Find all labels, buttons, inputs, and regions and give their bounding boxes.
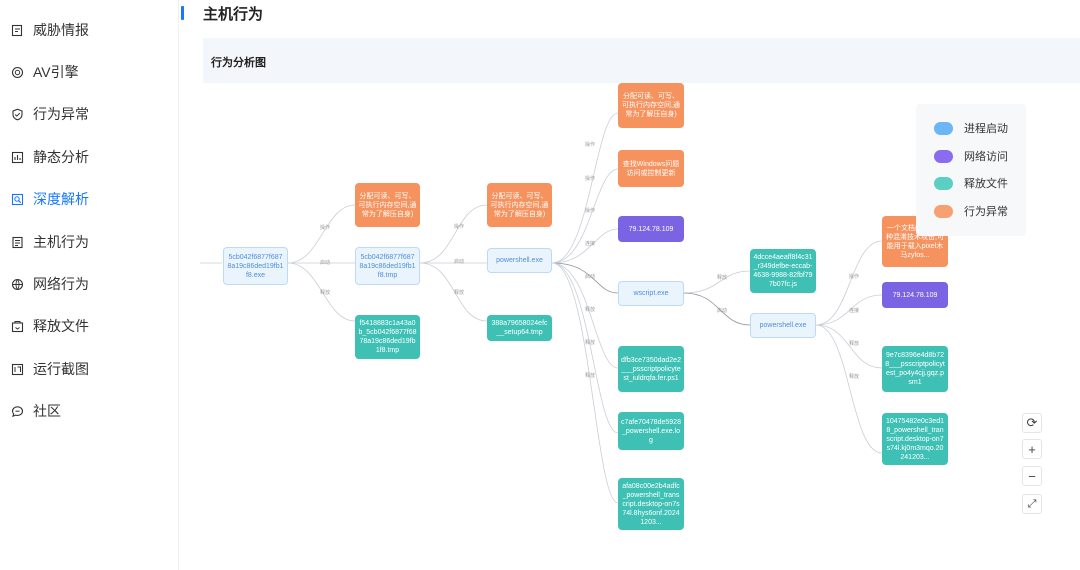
zoom-out-icon: − bbox=[1028, 468, 1036, 484]
dropped-file-node[interactable]: f5418883c1a43a0b_5cb042f6877f6878a19c86d… bbox=[355, 315, 420, 359]
network-access-node[interactable]: 79.124.78.109 bbox=[618, 216, 684, 242]
edge-label: 释放 bbox=[585, 307, 596, 313]
dropped-file-node[interactable]: 388a79658024efc__setup64.tmp bbox=[487, 315, 552, 341]
sidebar-item-label: AV引擎 bbox=[33, 64, 79, 80]
edge-label: 释放 bbox=[320, 290, 331, 296]
legend-label: 进程启动 bbox=[964, 123, 1008, 135]
edge-label: 释放 bbox=[717, 275, 728, 281]
legend-item[interactable]: 进程启动 bbox=[934, 120, 1008, 136]
fullscreen-icon: ⤢ bbox=[1027, 497, 1037, 510]
behavior-anomaly-node[interactable]: 分配可读、可写、可执行内存空间,通常为了解压自身) bbox=[355, 183, 420, 227]
dropped-file-node[interactable]: dfb3ce7350dad2e2___psscriptpolicytest_iu… bbox=[618, 346, 684, 392]
legend-swatch bbox=[934, 204, 953, 218]
sidebar-item-label: 释放文件 bbox=[33, 318, 89, 334]
sidebar-item-label: 威胁情报 bbox=[33, 22, 89, 38]
edge-label: 操作 bbox=[585, 142, 596, 148]
dropped-file-node[interactable]: 10475482e0c3ed18_powershell_transcript.d… bbox=[882, 413, 948, 465]
dropped-file-node[interactable]: 4dcce4aeaff8f4c31_r349defbe-eccab-4638-9… bbox=[750, 249, 816, 293]
sidebar-item-label: 深度解析 bbox=[33, 191, 89, 207]
sidebar-item-label: 网络行为 bbox=[33, 276, 89, 292]
edge-label: 释放 bbox=[849, 341, 860, 347]
sidebar-item-deep-analysis[interactable]: 深度解析 bbox=[10, 187, 89, 211]
zoom-in-button[interactable]: + bbox=[1022, 439, 1042, 459]
behavior-anomaly-node[interactable]: 分配可读、可写、可执行内存空间,通常为了解压自身) bbox=[487, 183, 552, 227]
panel-header: 行为分析图 bbox=[203, 38, 1080, 83]
legend-label: 释放文件 bbox=[964, 178, 1008, 190]
edge-label: 启动 bbox=[585, 274, 596, 280]
process-node[interactable]: 5cb042f6877f6878a19c86ded19fb1f8.tmp bbox=[355, 247, 420, 285]
behavior-anomaly-icon bbox=[10, 107, 24, 121]
legend-label: 行为异常 bbox=[964, 206, 1008, 218]
edge-label: 释放 bbox=[585, 340, 596, 346]
graph-edges bbox=[200, 112, 883, 504]
refresh-icon: ⟳ bbox=[1026, 415, 1038, 430]
zoom-in-icon: + bbox=[1028, 441, 1036, 457]
legend-swatch bbox=[934, 149, 953, 163]
edge-label: 释放 bbox=[585, 373, 596, 379]
legend-item[interactable]: 网络访问 bbox=[934, 148, 1008, 164]
process-node[interactable]: powershell.exe bbox=[487, 248, 552, 273]
static-analysis-icon bbox=[10, 150, 24, 164]
sidebar-item-label: 运行截图 bbox=[33, 361, 89, 377]
dropped-file-node[interactable]: c7afe70478de5928_powershell.exe.log bbox=[618, 412, 684, 450]
process-node[interactable]: 5cb042f6877f6878a19c86ded19fb1f8.exe bbox=[223, 247, 288, 285]
sidebar-item-community[interactable]: 社区 bbox=[10, 399, 61, 423]
graph-legend: 进程启动 网络访问 释放文件 行为异常 bbox=[916, 104, 1026, 236]
sidebar-item-av-engine[interactable]: AV引擎 bbox=[10, 60, 79, 84]
sidebar-item-static-analysis[interactable]: 静态分析 bbox=[10, 145, 89, 169]
av-engine-icon bbox=[10, 65, 24, 79]
edge-label: 连接 bbox=[849, 308, 860, 314]
dropped-files-icon bbox=[10, 319, 24, 333]
sidebar: 威胁情报 AV引擎 行为异常 静态分析 深度解析 主机行为 网络行为 释放文件 … bbox=[0, 0, 179, 570]
sidebar-item-network-behavior[interactable]: 网络行为 bbox=[10, 272, 89, 296]
community-icon bbox=[10, 404, 24, 418]
legend-swatch bbox=[934, 121, 953, 135]
edge-label: 启动 bbox=[717, 308, 728, 314]
page-title: 主机行为 bbox=[203, 6, 264, 23]
dropped-file-node[interactable]: 9e7c8396e4d8b728___psscriptpolicytest_po… bbox=[882, 346, 948, 392]
network-behavior-icon bbox=[10, 277, 24, 291]
sidebar-item-host-behavior[interactable]: 主机行为 bbox=[10, 230, 89, 254]
zoom-out-button[interactable]: − bbox=[1022, 466, 1042, 486]
host-behavior-icon bbox=[10, 235, 24, 249]
screenshot-icon bbox=[10, 362, 24, 376]
sidebar-item-screenshot[interactable]: 运行截图 bbox=[10, 357, 89, 381]
edge-label: 操作 bbox=[454, 224, 465, 230]
edge-label: 启动 bbox=[454, 259, 465, 265]
sidebar-item-label: 社区 bbox=[33, 403, 61, 419]
fullscreen-button[interactable]: ⤢ bbox=[1022, 494, 1042, 514]
behavior-anomaly-node[interactable]: 查找Windows问题访问或控制更新 bbox=[618, 150, 684, 187]
dropped-file-node[interactable]: afa08c00e2b4adfc_powershell_transcript.d… bbox=[618, 478, 684, 530]
edge-label: 操作 bbox=[320, 225, 331, 231]
sidebar-item-threat-intel[interactable]: 威胁情报 bbox=[10, 18, 89, 42]
sidebar-item-behavior-anomaly[interactable]: 行为异常 bbox=[10, 102, 89, 126]
threat-intel-icon bbox=[10, 23, 24, 37]
legend-item[interactable]: 释放文件 bbox=[934, 175, 1008, 191]
deep-analysis-icon bbox=[10, 192, 24, 206]
legend-item[interactable]: 行为异常 bbox=[934, 203, 1008, 219]
edge-label: 操作 bbox=[585, 208, 596, 214]
panel-title: 行为分析图 bbox=[211, 57, 266, 69]
behavior-anomaly-node[interactable]: 分配可读、可写、可执行内存空间,通常为了解压自身) bbox=[618, 83, 684, 128]
edge-label: 操作 bbox=[585, 176, 596, 182]
sidebar-item-label: 行为异常 bbox=[33, 106, 89, 122]
title-accent-bar bbox=[181, 6, 184, 20]
process-node[interactable]: powershell.exe bbox=[750, 313, 816, 338]
legend-swatch bbox=[934, 176, 953, 190]
sidebar-item-label: 静态分析 bbox=[33, 149, 89, 165]
sidebar-item-dropped-files[interactable]: 释放文件 bbox=[10, 314, 89, 338]
edge-label: 连接 bbox=[585, 241, 596, 247]
sidebar-item-label: 主机行为 bbox=[33, 234, 89, 250]
process-node[interactable]: wscript.exe bbox=[618, 281, 684, 306]
edge-label: 启动 bbox=[320, 260, 331, 266]
legend-label: 网络访问 bbox=[964, 151, 1008, 163]
network-access-node[interactable]: 79.124.78.109 bbox=[882, 282, 948, 308]
edge-label: 释放 bbox=[454, 290, 465, 296]
edge-label: 释放 bbox=[849, 374, 860, 380]
behavior-graph[interactable]: 启动 操作 释放 启动 操作 释放 操作 操作 操作 连接 启动 释放 释放 释… bbox=[200, 83, 1080, 570]
refresh-button[interactable]: ⟳ bbox=[1022, 413, 1042, 433]
edge-label: 操作 bbox=[849, 274, 860, 280]
